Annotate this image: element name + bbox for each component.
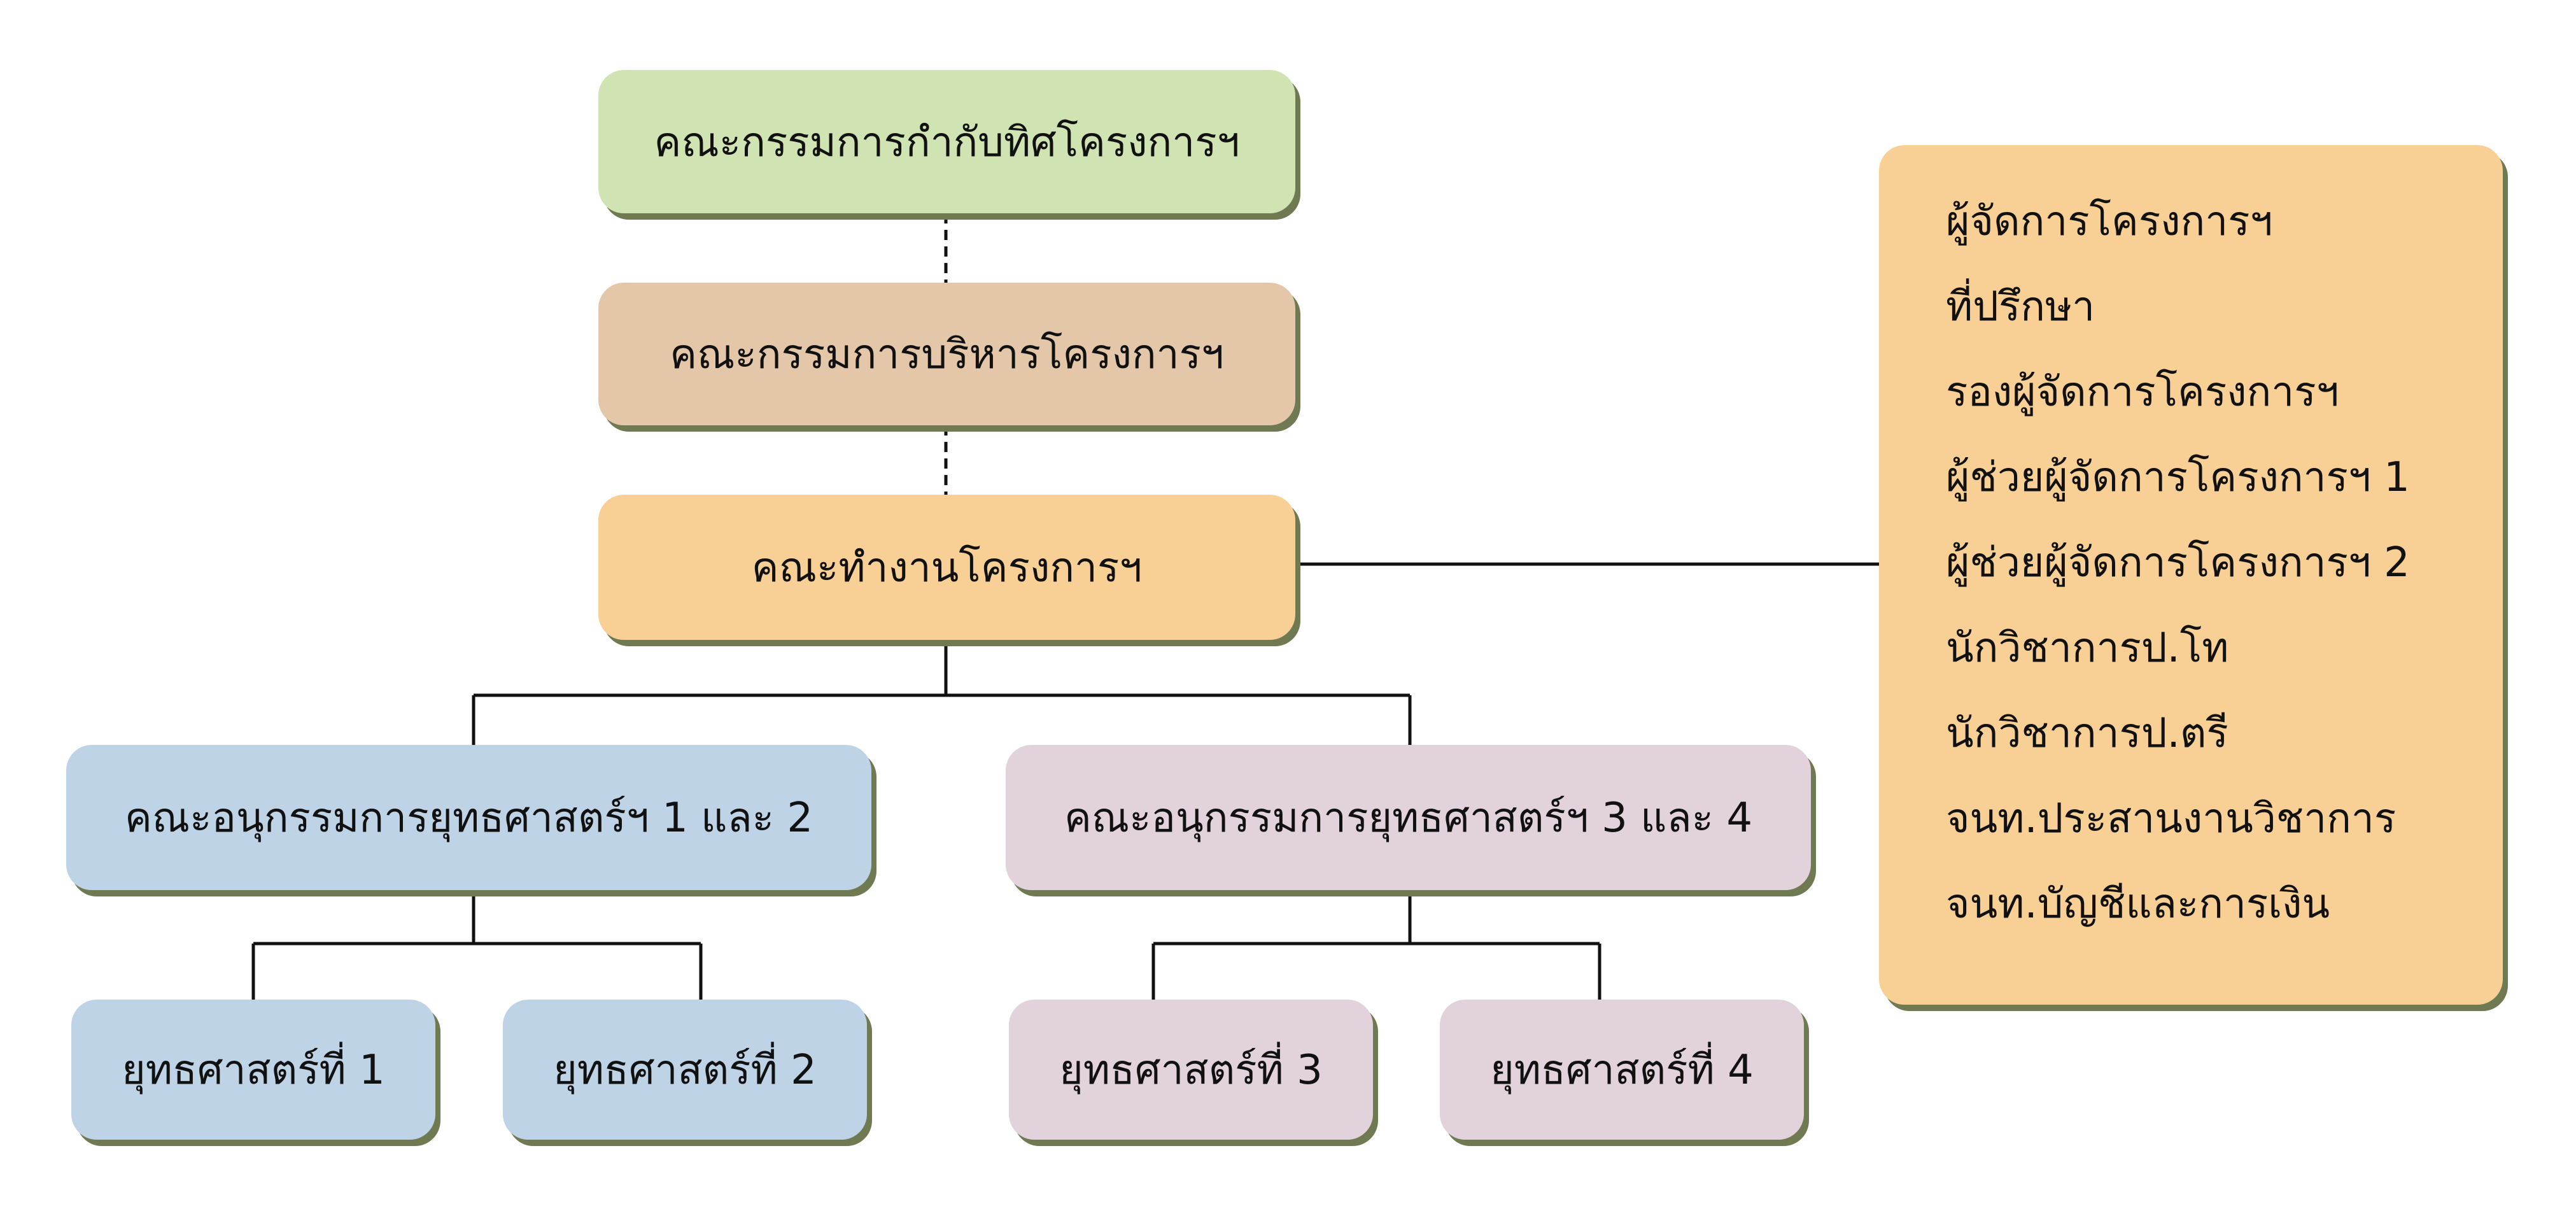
subcommittee-1-2-box: คณะอนุกรรมการยุทธศาสตร์ฯ 1 และ 2 (66, 745, 871, 890)
executive-committee-box: คณะกรรมการบริหารโครงการฯ (598, 283, 1295, 425)
team-member-item: ผู้ช่วยผู้จัดการโครงการฯ 1 (1946, 454, 2410, 501)
steering-committee-box: คณะกรรมการกำกับทิศโครงการฯ (598, 70, 1295, 213)
steering-committee-label: คณะกรรมการกำกับทิศโครงการฯ (654, 118, 1240, 166)
team-member-item: จนท.บัญชีและการเงิน (1946, 881, 2330, 928)
working-team-label: คณะทำงานโครงการฯ (751, 544, 1143, 591)
executive-committee-label: คณะกรรมการบริหารโครงการฯ (670, 331, 1224, 378)
team-member-item: จนท.ประสานงานวิชาการ (1946, 795, 2397, 842)
strategy-1-label: ยุทธศาสตร์ที่ 1 (122, 1047, 385, 1094)
strategy-1-box: ยุทธศาสตร์ที่ 1 (71, 1000, 435, 1140)
team-member-item: รองผู้จัดการโครงการฯ (1946, 369, 2339, 416)
strategy-3-label: ยุทธศาสตร์ที่ 3 (1059, 1047, 1323, 1094)
team-member-item: ผู้จัดการโครงการฯ (1946, 198, 2273, 245)
subcommittee-3-4-label: คณะอนุกรรมการยุทธศาสตร์ฯ 3 และ 4 (1064, 795, 1753, 842)
strategy-4-label: ยุทธศาสตร์ที่ 4 (1490, 1047, 1754, 1094)
team-members-panel: ผู้จัดการโครงการฯ ที่ปรึกษา รองผู้จัดการ… (1879, 145, 2503, 1005)
team-member-item: ผู้ช่วยผู้จัดการโครงการฯ 2 (1946, 539, 2410, 586)
team-member-item: ที่ปรึกษา (1946, 283, 2095, 330)
strategy-3-box: ยุทธศาสตร์ที่ 3 (1009, 1000, 1373, 1140)
working-team-box: คณะทำงานโครงการฯ (598, 495, 1295, 640)
strategy-2-label: ยุทธศาสตร์ที่ 2 (553, 1047, 817, 1094)
team-member-item: นักวิชาการป.โท (1946, 625, 2229, 672)
strategy-4-box: ยุทธศาสตร์ที่ 4 (1440, 1000, 1804, 1140)
strategy-2-box: ยุทธศาสตร์ที่ 2 (503, 1000, 867, 1140)
subcommittee-1-2-label: คณะอนุกรรมการยุทธศาสตร์ฯ 1 และ 2 (124, 795, 813, 842)
team-member-item: นักวิชาการป.ตรี (1946, 710, 2228, 757)
subcommittee-3-4-box: คณะอนุกรรมการยุทธศาสตร์ฯ 3 และ 4 (1006, 745, 1811, 890)
